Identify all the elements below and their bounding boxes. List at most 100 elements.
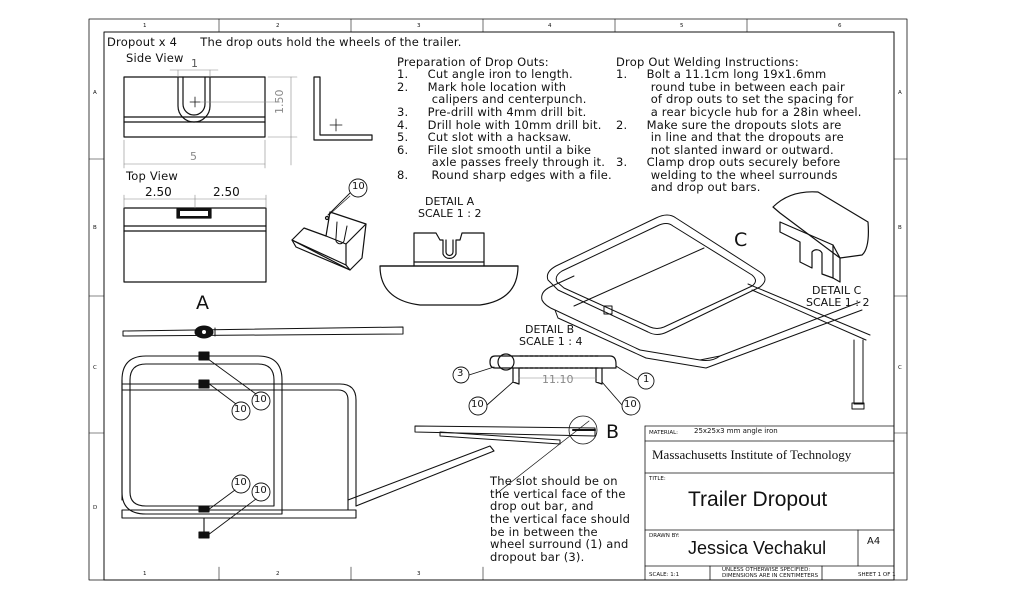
note-line: The slot should be on	[490, 474, 618, 488]
prep-step: calipers and centerpunch.	[397, 92, 587, 106]
dim-height: 1.50	[273, 89, 286, 115]
zone-label: 4	[548, 23, 552, 29]
weld-title: Drop Out Welding Instructions:	[616, 55, 799, 69]
scale: SCALE: 1:1	[649, 572, 680, 578]
top-view-dimensions	[123, 194, 267, 209]
detail-a-view	[379, 232, 519, 306]
isometric-trailer	[541, 214, 871, 410]
weld-step: welding to the wheel surrounds	[616, 168, 838, 182]
dim-half-right: 2.50	[213, 185, 240, 199]
weld-step: of drop outs to set the spacing for	[616, 92, 854, 106]
detail-b-scale: SCALE 1 : 4	[519, 335, 583, 348]
zone-label: C	[93, 365, 97, 371]
zone-label: 1	[143, 23, 147, 29]
zone-label: A	[898, 90, 902, 96]
inner-border	[103, 31, 895, 581]
prep-step: 5. Cut slot with a hacksaw.	[397, 130, 572, 144]
side-view-dimensions	[123, 69, 298, 169]
zone-label: B	[898, 225, 902, 231]
zone-label: C	[898, 365, 902, 371]
detail-a-title: DETAIL A	[425, 195, 475, 208]
zone-ticks	[88, 18, 908, 581]
balloon-1: 1	[643, 374, 650, 385]
prep-title: Preparation of Drop Outs:	[397, 55, 549, 69]
weld-step: in line and that the dropouts are	[616, 130, 844, 144]
detail-b-title: DETAIL B	[525, 323, 575, 336]
prep-step: 1. Cut angle iron to length.	[397, 67, 573, 81]
detail-c-title: DETAIL C	[812, 284, 862, 297]
detail-a-scale: SCALE 1 : 2	[418, 207, 482, 220]
note-line: the vertical face should	[490, 512, 631, 526]
trailer-side-elevation	[122, 325, 404, 339]
note-line: wheel surround (1) and	[490, 537, 629, 551]
balloon-10: 10	[234, 477, 247, 488]
sheet-number: SHEET 1 OF 1	[858, 572, 896, 578]
side-view	[123, 76, 281, 138]
balloon-10: 10	[234, 404, 247, 415]
zone-label: 1	[143, 571, 147, 577]
prep-step: axle passes freely through it.	[397, 155, 606, 169]
weld-step: round tube in between each pair	[616, 80, 845, 94]
weld-step: 1. Bolt a 11.1cm long 19x1.6mm	[616, 67, 827, 81]
title-label: TITLE:	[649, 476, 666, 482]
balloon-10: 10	[254, 394, 267, 405]
top-view-label: Top View	[126, 169, 178, 183]
dim-half-left: 2.50	[145, 185, 172, 199]
prep-step: 2. Mark hole location with	[397, 80, 567, 94]
balloon-10: 10	[471, 399, 484, 410]
detail-c-view	[772, 191, 869, 283]
zone-label: 6	[838, 23, 842, 29]
note-line: dropout bar (3).	[490, 550, 585, 564]
note-line: the vertical face of the	[490, 487, 626, 501]
units-line-1: UNLESS OTHERWISE SPECIFIED:	[722, 567, 811, 573]
label-c: C	[734, 229, 748, 251]
detail-c-scale: SCALE 1 : 2	[806, 296, 870, 309]
zone-label: 2	[276, 23, 280, 29]
weld-step: not slanted inward or outward.	[616, 143, 834, 157]
top-view	[123, 207, 267, 283]
sheet-size: A4	[867, 536, 881, 547]
zone-label: 3	[417, 23, 421, 29]
zone-label: 2	[276, 571, 280, 577]
angle-iron-profile	[313, 76, 373, 141]
drawing-title: Trailer Dropout	[688, 488, 828, 511]
zone-label: A	[93, 90, 97, 96]
zone-label: 5	[680, 23, 684, 29]
label-a: A	[196, 292, 209, 314]
prep-step: 3. Pre-drill with 4mm drill bit.	[397, 105, 587, 119]
title-block	[644, 425, 895, 581]
label-b: B	[606, 421, 620, 443]
balloon-3: 3	[457, 368, 464, 379]
material-label: MATERIAL:	[649, 430, 679, 436]
prep-step: 8. Round sharp edges with a file.	[397, 168, 612, 182]
weld-step: 2. Make sure the dropouts slots are	[616, 118, 842, 132]
dim-length: 5	[190, 150, 197, 163]
prep-step: 6. File slot smooth until a bike	[397, 143, 592, 157]
drawn-by: Jessica Vechakul	[688, 538, 827, 558]
zone-label: D	[93, 505, 98, 511]
balloons	[207, 178, 655, 536]
units-line-2: DIMENSIONS ARE IN CENTIMETERS	[722, 573, 819, 579]
header-title: Dropout x 4 The drop outs hold the wheel…	[107, 35, 462, 49]
isometric-dropout	[291, 195, 367, 271]
balloon-10: 10	[254, 485, 267, 496]
drawn-by-label: DRAWN BY:	[649, 533, 680, 539]
note-line: drop out bar, and	[490, 499, 594, 513]
dim-spacing: 11.10	[542, 373, 574, 386]
weld-step: 3. Clamp drop outs securely before	[616, 155, 841, 169]
material-value: 25x25x3 mm angle iron	[694, 427, 778, 435]
side-view-label: Side View	[126, 51, 184, 65]
balloon-10: 10	[352, 181, 365, 192]
zone-label: B	[93, 225, 97, 231]
balloon-10: 10	[624, 399, 637, 410]
institution: Massachusetts Institute of Technology	[652, 447, 852, 462]
dim-slot-width: 1	[191, 57, 198, 70]
trailer-plan-view	[121, 351, 495, 539]
trailer-side-elevation-b	[414, 415, 598, 445]
weld-step: a rear bicycle hub for a 28in wheel.	[616, 105, 862, 119]
prep-step: 4. Drill hole with 10mm drill bit.	[397, 118, 602, 132]
note-line: be in between the	[490, 525, 598, 539]
zone-label: 3	[417, 571, 421, 577]
weld-step: and drop out bars.	[616, 180, 761, 194]
